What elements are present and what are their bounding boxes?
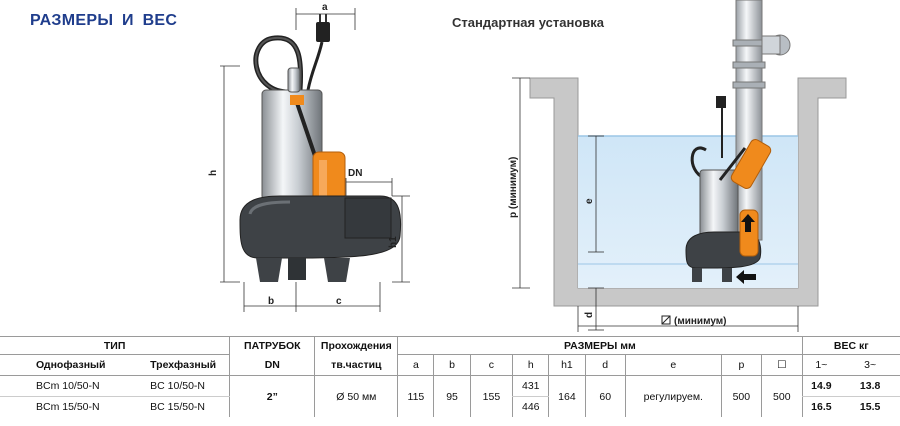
subheader-b: b [433, 354, 471, 376]
header-weight: ВЕС кг [801, 336, 900, 355]
subheader-weight-3ph: 3~ [864, 359, 877, 371]
cell-e: регулируем. [624, 375, 722, 417]
subheader-square: ☐ [761, 354, 802, 376]
subheader-d: d [584, 354, 626, 376]
row1-three: BC 10/50-N [136, 375, 230, 397]
row1-h: 431 [512, 375, 549, 397]
header-tip: ТИП [0, 336, 230, 355]
dim-label-h1: h1 [388, 236, 399, 248]
installation-subtitle: Стандартная установка [452, 15, 604, 30]
row2-weight-1ph: 16.5 [801, 396, 841, 417]
subheader-e: e [624, 354, 722, 376]
table-row: BCm 15/50-N BC 15/50-N 446 16.5 15.5 [0, 396, 900, 417]
cell-b: 95 [433, 375, 471, 417]
cell-a: 115 [397, 375, 434, 417]
row2-weight-3ph: 15.5 [859, 401, 881, 413]
subheader-weight-1ph: 1~ [801, 354, 841, 376]
table-row: BCm 10/50-N BC 10/50-N 2” Ø 50 мм 115 95… [0, 375, 900, 417]
subheader-c: c [469, 354, 513, 376]
row2-h: 446 [512, 396, 549, 417]
dim-label-p: p (минимум) [508, 157, 519, 218]
subheader-dn: DN [229, 354, 315, 376]
header-prokhozhdenie: Прохождения [314, 336, 398, 355]
subheader-particles: тв.частиц [314, 354, 398, 376]
cell-d: 60 [584, 375, 626, 417]
cell-h1: 164 [548, 375, 585, 417]
subheader-a: a [397, 354, 434, 376]
installation-view [529, 0, 847, 307]
dim-label-min: (минимум) [674, 316, 727, 327]
dim-label-dn: DN [348, 168, 362, 179]
subheader-single-phase: Однофазный [36, 359, 106, 371]
dim-label-e: e [584, 198, 595, 204]
row2-three: BC 15/50-N [150, 401, 206, 413]
dim-label-d: d [584, 312, 595, 318]
square-symbol-icon [661, 315, 671, 325]
page-title: РАЗМЕРЫ И ВЕС [30, 12, 178, 29]
right-dimensions [512, 77, 799, 332]
dim-label-b: b [268, 296, 274, 307]
dim-label-c: c [336, 296, 342, 307]
dimension-figures: a DN h h1 b c [208, 0, 847, 332]
cell-particles: Ø 50 мм [314, 375, 398, 417]
subheader-h1: h1 [548, 354, 585, 376]
cell-p: 500 [720, 375, 762, 417]
row1-single: BCm 10/50-N [0, 375, 137, 397]
cell-dn: 2” [229, 375, 315, 417]
cell-square: 500 [761, 375, 802, 417]
header-sizes: РАЗМЕРЫ мм [397, 336, 802, 355]
cell-c: 155 [469, 375, 513, 417]
subheader-p: p [720, 354, 762, 376]
left-dimensions [220, 8, 410, 312]
header-patrubok: ПАТРУБОК [229, 336, 315, 355]
subheader-h: h [512, 354, 549, 376]
pump-side-view [239, 14, 402, 282]
row1-weight-3ph: 13.8 [840, 375, 900, 397]
row2-single: BCm 15/50-N [36, 401, 100, 413]
dim-label-a: a [322, 2, 328, 13]
specs-table: ТИП ПАТРУБОК Прохождения РАЗМЕРЫ мм ВЕС … [0, 336, 900, 417]
dim-label-h: h [208, 170, 219, 176]
row1-weight-1ph: 14.9 [801, 375, 841, 397]
subheader-three-phase: Трехфазный [150, 359, 217, 371]
